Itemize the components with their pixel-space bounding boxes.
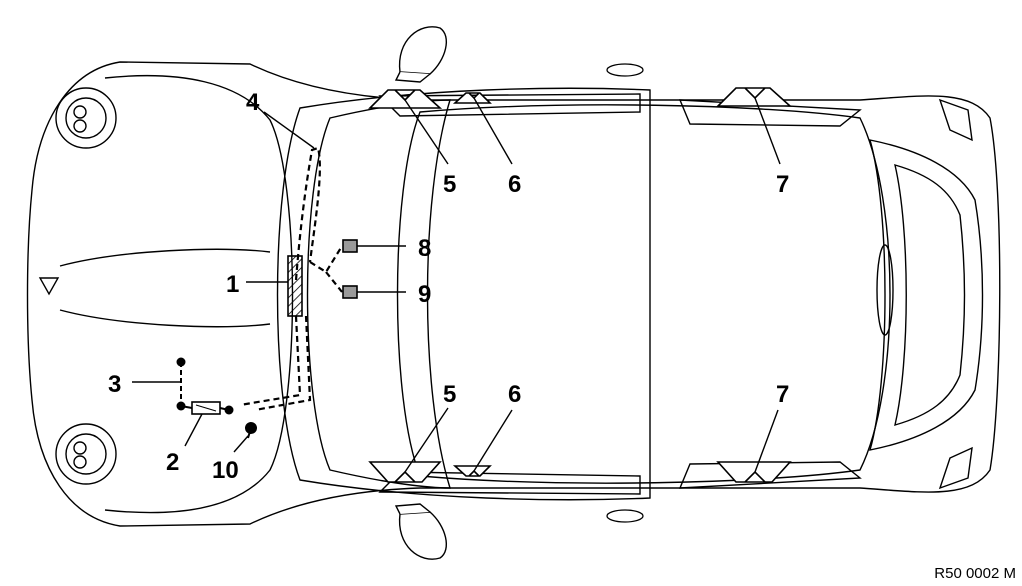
leader-7-top <box>755 98 780 164</box>
callout-7-bottom: 7 <box>776 381 789 408</box>
door-handle-left <box>607 64 643 76</box>
headlight-left <box>56 88 116 148</box>
callout-8: 8 <box>418 235 431 262</box>
callout-4: 4 <box>246 89 260 116</box>
rear-light-right <box>940 448 972 488</box>
rear-window-inner <box>895 165 965 425</box>
marker-7-bottom <box>718 462 790 482</box>
bonnet-grille-left <box>60 249 270 266</box>
harness-to-sensors <box>310 246 342 292</box>
callout-6-bottom: 6 <box>508 381 521 408</box>
rear-window <box>870 140 983 450</box>
control-unit <box>288 256 302 316</box>
rear-light-left <box>940 100 972 140</box>
leader-6-bottom <box>474 410 512 471</box>
headlight-right <box>56 424 116 484</box>
mirror-right <box>396 504 446 559</box>
callout-9: 9 <box>418 281 431 308</box>
front-badge <box>40 278 58 294</box>
mirror-left <box>396 27 446 82</box>
callout-1: 1 <box>226 271 239 298</box>
callout-6-top: 6 <box>508 171 521 198</box>
callout-3: 3 <box>108 371 121 398</box>
bonnet-grille-right <box>60 310 270 327</box>
bonnet-outline <box>105 76 293 513</box>
airbag-markers <box>370 88 790 482</box>
callout-5-bottom: 5 <box>443 381 456 408</box>
callout-5-top: 5 <box>443 171 456 198</box>
reference-code: R50 0002 M <box>934 565 1016 582</box>
sensor-8 <box>343 240 357 252</box>
roof-panel <box>398 105 891 483</box>
door-handle-right <box>607 510 643 522</box>
leader-4 <box>264 112 314 148</box>
marker-7-top <box>718 88 790 106</box>
leader-2 <box>185 414 202 446</box>
callout-10: 10 <box>212 457 239 484</box>
windscreen-outer <box>278 88 651 499</box>
callout-2: 2 <box>166 449 179 476</box>
sensor-9 <box>343 286 357 298</box>
callout-7-top: 7 <box>776 171 789 198</box>
marker-6-bottom <box>455 466 490 476</box>
leader-10 <box>234 436 248 452</box>
